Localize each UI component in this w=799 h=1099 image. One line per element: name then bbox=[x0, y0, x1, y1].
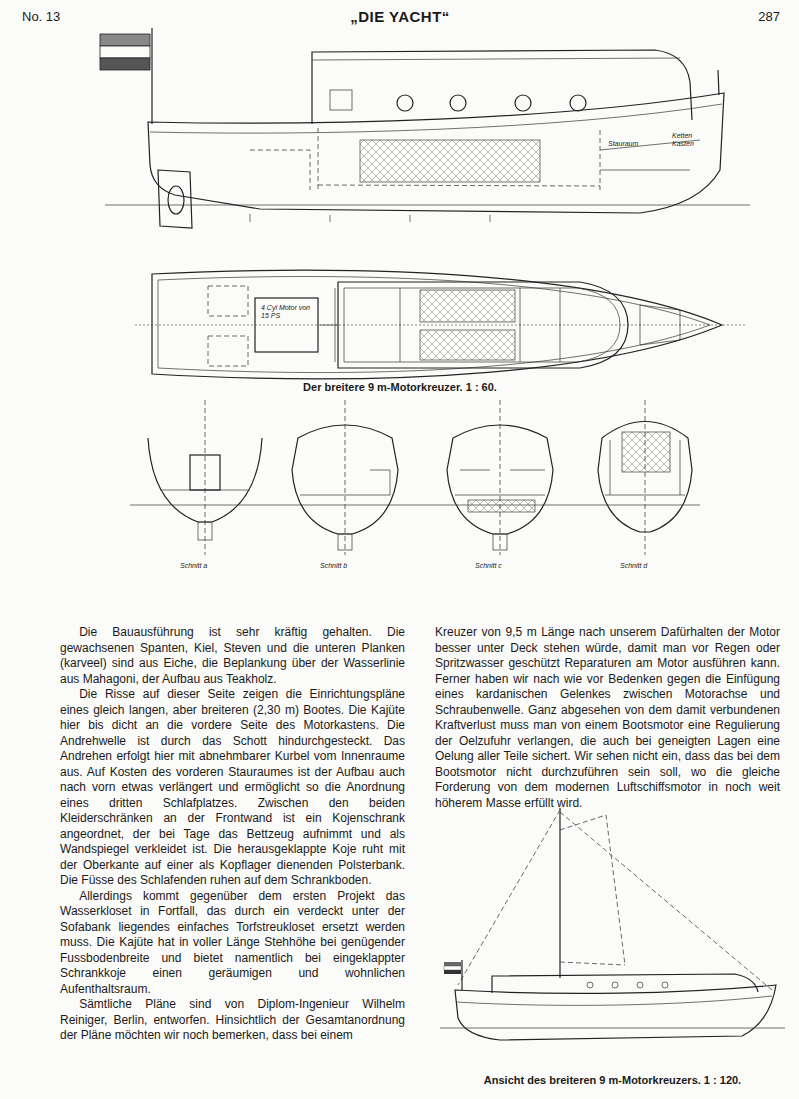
plan-view-stroke bbox=[135, 325, 745, 326]
figure-caption: Ansicht des breiteren 9 m-Motorkreuzers.… bbox=[440, 1074, 785, 1087]
section-label: Schnitt c bbox=[475, 562, 525, 570]
profile-view-stroke bbox=[150, 104, 722, 133]
elevation-view-stroke bbox=[492, 974, 758, 993]
profile-view-stroke bbox=[397, 95, 413, 111]
cross-sections-stroke bbox=[622, 432, 670, 472]
cross-sections-stroke bbox=[198, 522, 212, 540]
cross-sections-stroke bbox=[190, 455, 220, 490]
section-label: Schnitt a bbox=[180, 562, 230, 570]
plan-view-stroke bbox=[420, 290, 515, 322]
profile-view-stroke bbox=[168, 186, 184, 214]
cross-sections-stroke bbox=[148, 438, 262, 522]
elevation-view-stroke bbox=[456, 996, 772, 1005]
cross-sections bbox=[130, 400, 700, 555]
elevation-view-stroke bbox=[612, 982, 618, 988]
plan-view-stroke bbox=[338, 282, 628, 368]
section-label: Schnitt d bbox=[620, 562, 670, 570]
section-label: Schnitt b bbox=[320, 562, 370, 570]
body-paragraph: Sämtliche Pläne sind von Diplom-Ingenieu… bbox=[60, 997, 405, 1044]
elevation-view bbox=[440, 808, 785, 1040]
body-paragraph: Die Bauausführung ist sehr kräftig gehal… bbox=[60, 625, 405, 687]
profile-view-stroke bbox=[100, 46, 150, 58]
elevation-view-stroke bbox=[440, 1028, 785, 1029]
elevation-view-stroke bbox=[444, 966, 461, 970]
cross-sections-stroke bbox=[598, 422, 692, 533]
journal-title: „DIE YACHT“ bbox=[250, 8, 550, 25]
plan-view-stroke bbox=[208, 286, 248, 316]
elevation-view-stroke bbox=[444, 962, 461, 966]
cross-sections-stroke bbox=[205, 400, 206, 555]
cross-sections-stroke bbox=[292, 425, 398, 534]
plan-view bbox=[135, 270, 745, 379]
cross-sections-stroke bbox=[468, 500, 535, 512]
elevation-view-stroke bbox=[461, 960, 462, 990]
part-label: 4 Cyl Motor von 15 PS bbox=[261, 304, 313, 320]
profile-view-stroke bbox=[450, 95, 466, 111]
elevation-view-stroke bbox=[559, 808, 560, 978]
cross-sections-stroke bbox=[345, 400, 346, 555]
profile-view-stroke bbox=[515, 95, 531, 111]
issue-number: No. 13 bbox=[22, 10, 102, 25]
elevation-view-stroke bbox=[637, 982, 643, 988]
page-number: 287 bbox=[700, 10, 780, 25]
part-label: Ketten Kasten bbox=[672, 132, 702, 148]
cross-sections-stroke bbox=[130, 505, 700, 506]
profile-view-stroke bbox=[100, 58, 150, 70]
plan-view-stroke bbox=[400, 288, 560, 362]
plan-view-stroke bbox=[420, 330, 515, 360]
profile-view-stroke bbox=[330, 90, 352, 110]
cross-sections-stroke bbox=[605, 440, 685, 495]
body-paragraph: Allerdings kommt gegenüber dem ersten Pr… bbox=[60, 889, 405, 998]
plan-view-stroke bbox=[158, 277, 710, 373]
profile-view-stroke bbox=[151, 28, 152, 124]
cross-sections-stroke bbox=[447, 425, 553, 534]
profile-view-stroke bbox=[312, 58, 680, 60]
cross-sections-stroke bbox=[338, 534, 352, 550]
profile-view-stroke bbox=[148, 93, 724, 213]
profile-view-stroke bbox=[250, 214, 490, 222]
plan-view-stroke bbox=[344, 288, 620, 362]
elevation-view-stroke bbox=[455, 985, 776, 1040]
body-paragraph: Die Risse auf dieser Seite zeigen die Ei… bbox=[60, 687, 405, 889]
cross-sections-stroke bbox=[500, 400, 501, 555]
plan-view-stroke bbox=[208, 336, 248, 366]
part-label: Stauraum bbox=[608, 140, 658, 148]
profile-view-stroke bbox=[360, 140, 540, 182]
plan-view-stroke bbox=[255, 298, 318, 352]
cross-sections-stroke bbox=[300, 470, 390, 495]
profile-view-stroke bbox=[100, 34, 150, 46]
plan-view-stroke bbox=[640, 305, 680, 345]
figure-caption: Der breitere 9 m-Motorkreuzer. 1 : 60. bbox=[150, 381, 650, 394]
elevation-view-stroke bbox=[662, 982, 668, 988]
cross-sections-stroke bbox=[493, 534, 507, 550]
text-column: Die Bauausführung ist sehr kräftig gehal… bbox=[60, 625, 405, 1044]
profile-view-stroke bbox=[105, 205, 750, 206]
elevation-view-stroke bbox=[444, 970, 461, 974]
elevation-view-stroke bbox=[587, 982, 593, 988]
profile-view-stroke bbox=[312, 50, 692, 124]
plan-view-stroke bbox=[320, 288, 338, 362]
plan-view-stroke bbox=[152, 270, 722, 379]
body-paragraph: Kreuzer von 9,5 m Länge nach unserem Daf… bbox=[435, 625, 780, 811]
cross-sections-stroke bbox=[455, 470, 545, 495]
profile-view-stroke bbox=[158, 170, 192, 228]
elevation-view-stroke bbox=[458, 810, 772, 990]
profile-view-stroke bbox=[570, 95, 586, 111]
text-column: Kreuzer von 9,5 m Länge nach unserem Daf… bbox=[435, 625, 780, 811]
profile-view-stroke bbox=[250, 128, 600, 190]
profile-view bbox=[100, 28, 750, 228]
profile-view-stroke bbox=[718, 70, 719, 95]
